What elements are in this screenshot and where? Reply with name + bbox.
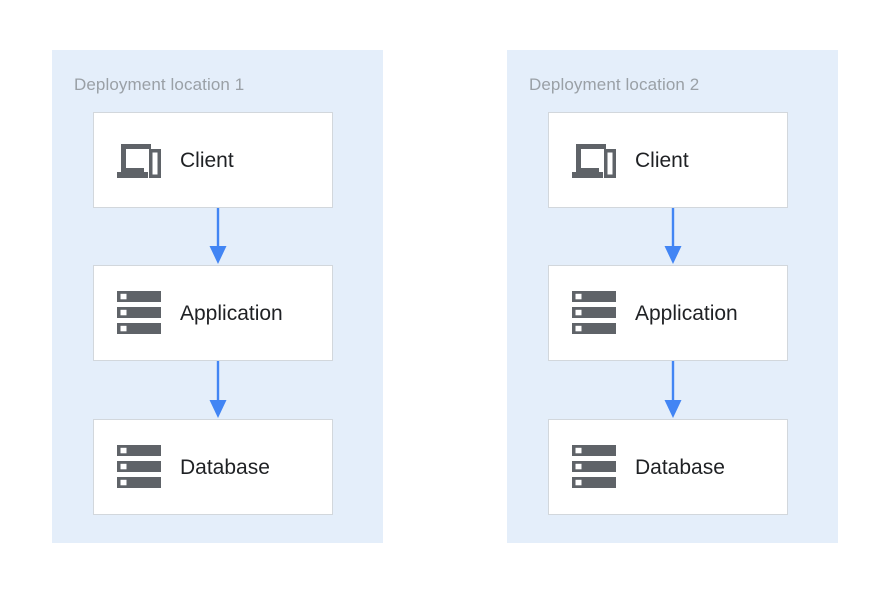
- database-server-icon: [114, 443, 166, 491]
- arrow-client-to-application-zone-2: [661, 208, 685, 265]
- node-label: Database: [635, 455, 725, 479]
- node-label: Application: [180, 301, 283, 325]
- node-label: Client: [180, 148, 234, 172]
- node-database-zone-2[interactable]: Database: [548, 419, 788, 515]
- deployment-zone-2: Deployment location 2 Client: [507, 50, 838, 543]
- server-icon: [114, 289, 166, 337]
- deployment-zone-1: Deployment location 1 Client: [52, 50, 383, 543]
- database-server-icon: [569, 443, 621, 491]
- server-icon: [569, 289, 621, 337]
- arrow-client-to-application-zone-1: [206, 208, 230, 265]
- devices-icon: [114, 136, 166, 184]
- arrow-application-to-database-zone-2: [661, 361, 685, 419]
- arrow-application-to-database-zone-1: [206, 361, 230, 419]
- node-application-zone-2[interactable]: Application: [548, 265, 788, 361]
- devices-icon: [569, 136, 621, 184]
- node-label: Database: [180, 455, 270, 479]
- node-client-zone-2[interactable]: Client: [548, 112, 788, 208]
- node-client-zone-1[interactable]: Client: [93, 112, 333, 208]
- zone-title-1: Deployment location 1: [74, 75, 245, 94]
- node-label: Application: [635, 301, 738, 325]
- node-database-zone-1[interactable]: Database: [93, 419, 333, 515]
- node-label: Client: [635, 148, 689, 172]
- zone-title-2: Deployment location 2: [529, 75, 700, 94]
- node-application-zone-1[interactable]: Application: [93, 265, 333, 361]
